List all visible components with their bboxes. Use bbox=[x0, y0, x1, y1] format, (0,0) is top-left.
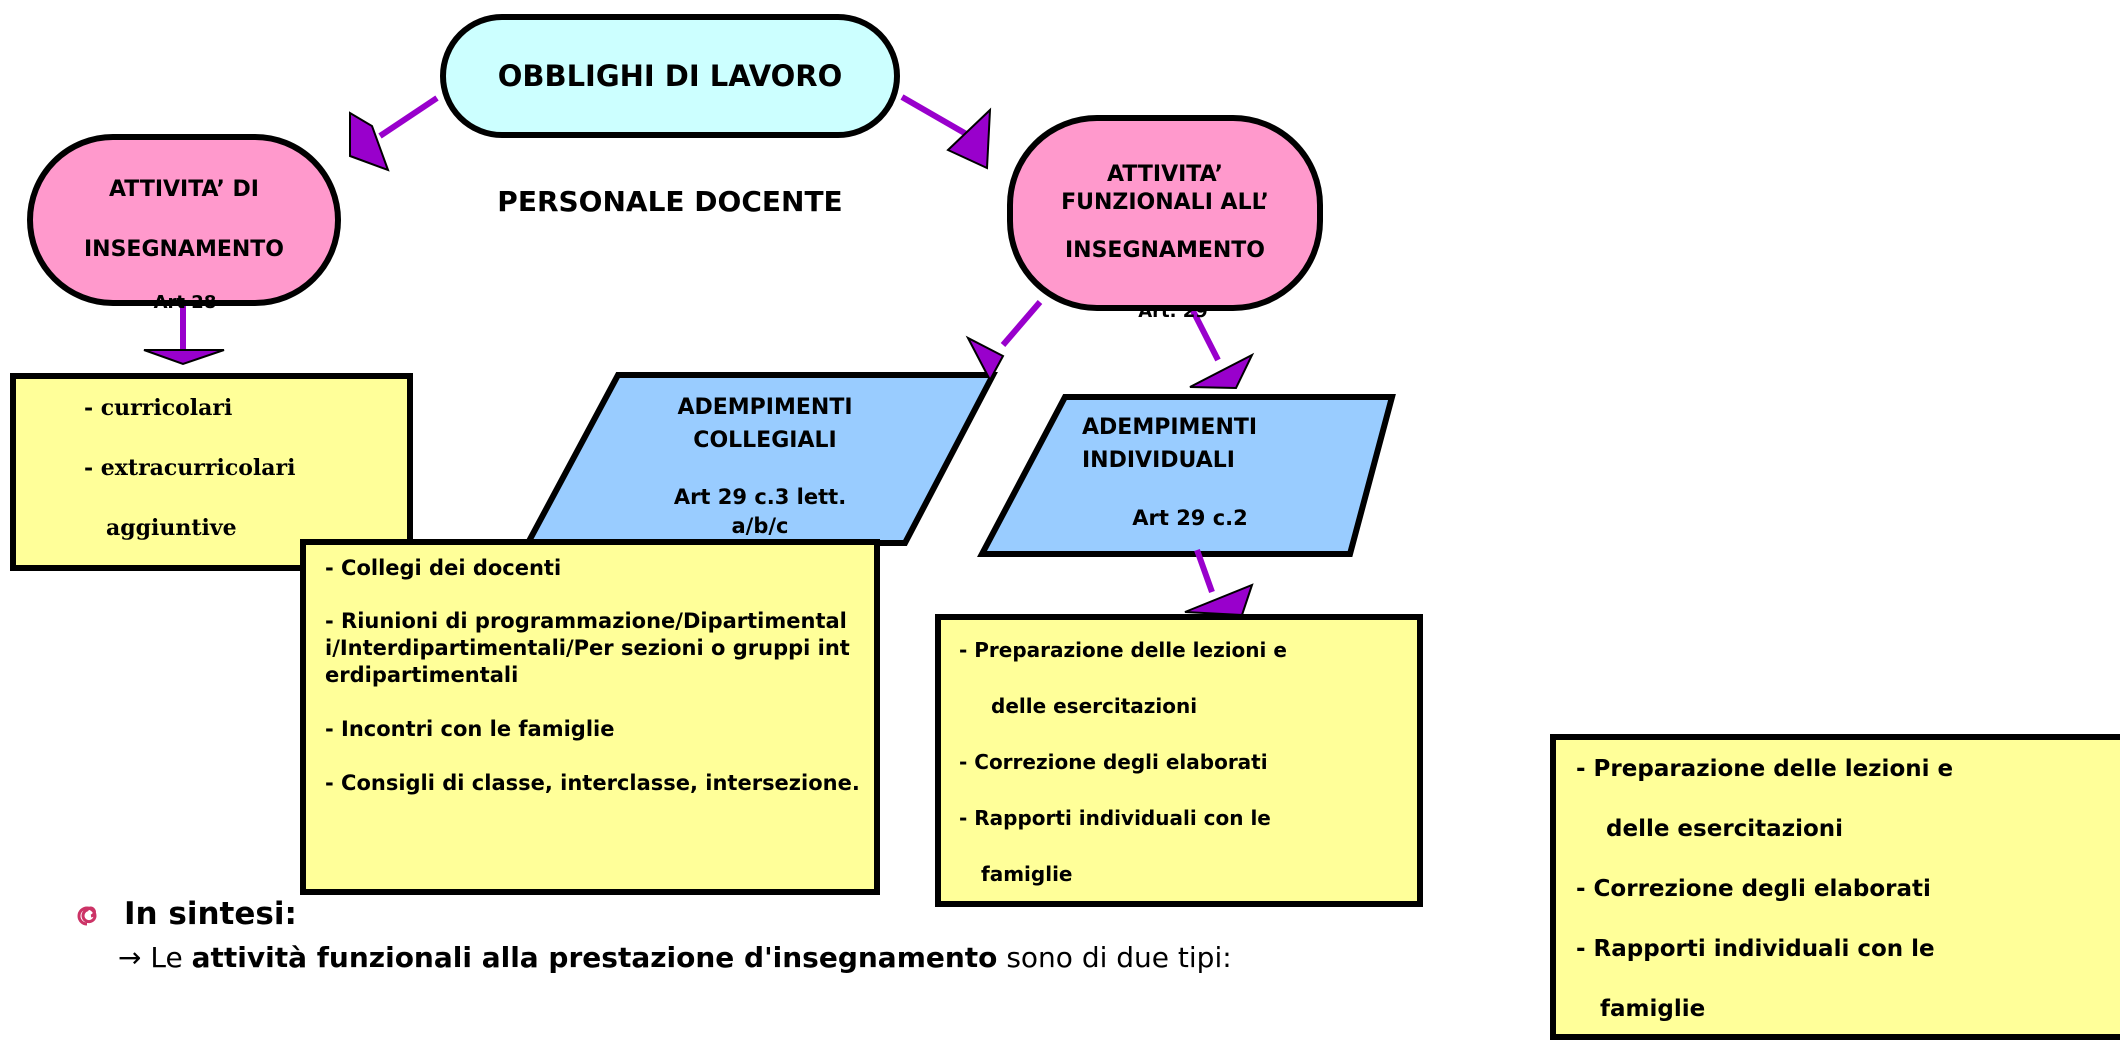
collegial-box: - Collegi dei docenti - Riunioni di prog… bbox=[300, 539, 880, 895]
side-item: famiglie bbox=[1600, 996, 1706, 1022]
arrow-functional-to-individual bbox=[1187, 303, 1255, 390]
side-box: - Preparazione delle lezioni e delle ese… bbox=[1550, 734, 2120, 1040]
collegial-item: - Riunioni di programmazione/Dipartiment… bbox=[325, 609, 850, 687]
collegial-label: ADEMPIMENTI COLLEGIALI bbox=[620, 391, 910, 457]
curricolari-item-2: - extracurricolari bbox=[84, 455, 296, 481]
individual-shape bbox=[977, 394, 1396, 557]
collegial-item: - Collegi dei docenti bbox=[325, 556, 562, 580]
individual-line1: ADEMPIMENTI bbox=[1082, 415, 1258, 440]
individual-item: delle esercitazioni bbox=[991, 694, 1198, 718]
summary-bullet-icon bbox=[76, 905, 98, 927]
individual-item: - Correzione degli elaborati bbox=[959, 750, 1268, 774]
individual-box: - Preparazione delle lezioni e delle ese… bbox=[935, 614, 1423, 907]
collegial-art-line1: Art 29 c.3 lett. bbox=[673, 485, 847, 509]
summary-text-post: sono di due tipi: bbox=[997, 941, 1232, 974]
arrow-title-to-functional bbox=[900, 94, 992, 170]
individual-item: - Rapporti individuali con le bbox=[959, 806, 1271, 830]
individual-art: Art 29 c.2 bbox=[1132, 506, 1248, 530]
individual-label: ADEMPIMENTI INDIVIDUALI bbox=[1050, 411, 1310, 477]
collegial-art-line2: a/b/c bbox=[731, 514, 789, 538]
summary-text-pre: Le bbox=[150, 941, 192, 974]
arrow-functional-to-collegial bbox=[965, 300, 1043, 383]
teaching-oval: ATTIVITA’ DI INSEGNAMENTO bbox=[27, 134, 341, 306]
individual-item: famiglie bbox=[981, 862, 1073, 886]
teaching-line1: ATTIVITA’ DI bbox=[108, 177, 259, 202]
functional-oval: ATTIVITA’ FUNZIONALI ALL’ INSEGNAMENTO bbox=[1007, 115, 1323, 311]
title-oval: OBBLIGHI DI LAVORO bbox=[440, 14, 900, 138]
collegial-line2: COLLEGIALI bbox=[693, 428, 837, 453]
teaching-line2: INSEGNAMENTO bbox=[83, 237, 284, 262]
individual-item: - Preparazione delle lezioni e bbox=[959, 638, 1287, 662]
arrow-title-to-teaching bbox=[349, 95, 439, 172]
collegial-art: Art 29 c.3 lett. a/b/c bbox=[640, 483, 880, 541]
collegial-shape bbox=[522, 372, 998, 546]
curricolari-box: - curricolari - extracurricolari aggiunt… bbox=[10, 373, 413, 571]
collegial-line1: ADEMPIMENTI bbox=[677, 395, 853, 420]
arrow-individual-to-box bbox=[1184, 548, 1254, 617]
side-item: - Correzione degli elaborati bbox=[1576, 876, 1931, 902]
side-item: delle esercitazioni bbox=[1606, 816, 1844, 842]
teaching-art: Art 28 bbox=[153, 292, 217, 313]
summary-heading: In sintesi: bbox=[124, 896, 297, 932]
arrow-teaching-to-curricolari bbox=[143, 300, 225, 366]
summary-line: → Le attività funzionali alla prestazion… bbox=[118, 941, 1232, 974]
side-item: - Preparazione delle lezioni e bbox=[1576, 756, 1954, 782]
summary-text-bold: attività funzionali alla prestazione d'i… bbox=[191, 941, 998, 974]
collegial-item: - Consigli di classe, interclasse, inter… bbox=[325, 771, 860, 795]
functional-line2: FUNZIONALI ALL’ bbox=[1061, 190, 1269, 215]
title-text: OBBLIGHI DI LAVORO bbox=[497, 59, 843, 93]
curricolari-item-3: aggiuntive bbox=[106, 515, 237, 541]
collegial-item: - Incontri con le famiglie bbox=[325, 717, 615, 741]
functional-line1: ATTIVITA’ bbox=[1107, 162, 1223, 187]
side-item: - Rapporti individuali con le bbox=[1576, 936, 1935, 962]
curricolari-item-1: - curricolari bbox=[84, 395, 233, 421]
individual-line2: INDIVIDUALI bbox=[1082, 448, 1235, 473]
subtitle: PERSONALE DOCENTE bbox=[497, 185, 843, 218]
functional-line3: INSEGNAMENTO bbox=[1064, 238, 1265, 263]
summary-arrow: → bbox=[118, 941, 142, 974]
functional-art: Art. 29 bbox=[1138, 306, 1208, 322]
